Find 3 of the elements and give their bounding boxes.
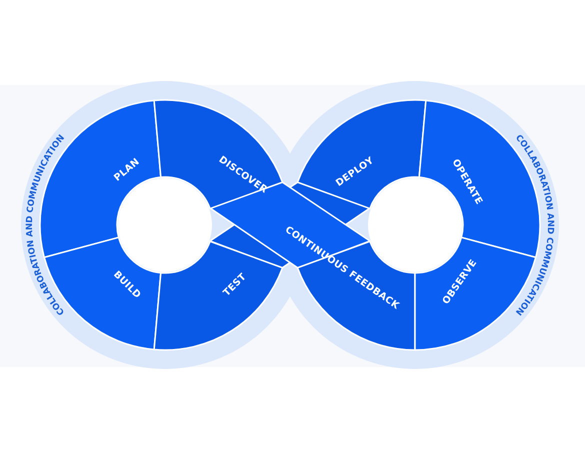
loop-segment xyxy=(153,240,284,351)
loop-segment xyxy=(153,99,284,210)
loop-segment xyxy=(296,99,427,210)
